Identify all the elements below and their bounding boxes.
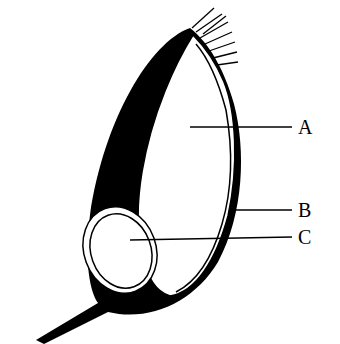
seed-coat-line (176, 44, 231, 292)
part-label: C (298, 227, 311, 247)
pericarp-dark (36, 28, 241, 344)
embryo (80, 205, 162, 297)
leader-lines (130, 127, 292, 240)
part-label: A (298, 117, 312, 137)
embryo-outer (71, 196, 169, 303)
part-label: B (298, 200, 311, 220)
